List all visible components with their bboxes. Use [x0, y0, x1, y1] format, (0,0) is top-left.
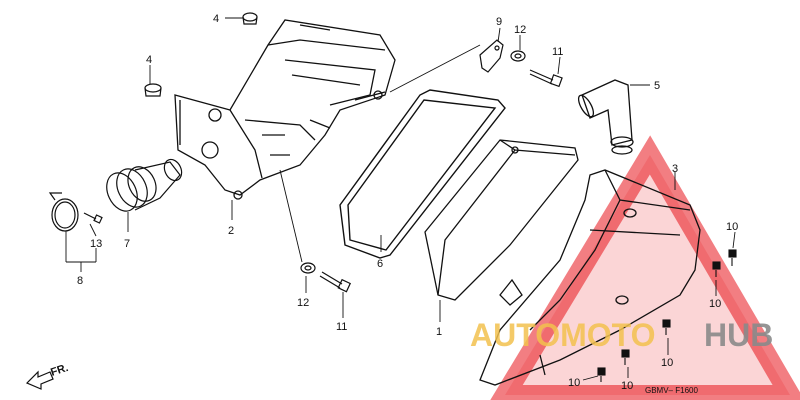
- callout-3: 3: [672, 163, 678, 175]
- callout-11-bottom: 11: [336, 321, 347, 333]
- watermark: AUTOMOTO HUB: [470, 317, 773, 353]
- callout-9: 9: [496, 16, 502, 28]
- callout-10-a: 10: [726, 221, 738, 233]
- callout-4-left: 4: [146, 54, 152, 66]
- front-direction-indicator: FR.: [25, 362, 70, 390]
- callout-labels: 4 4 2 9 12 11 5 3 10 10 10 10 10 12 11 6…: [77, 13, 738, 392]
- callout-4-top: 4: [213, 13, 219, 25]
- band-screw: [83, 212, 103, 224]
- diagram-code: GBMV– F1600: [645, 386, 698, 395]
- callout-10-d: 10: [621, 380, 633, 392]
- callout-10-c: 10: [661, 357, 673, 369]
- watermark-hub: HUB: [704, 317, 773, 353]
- arrow-left-icon: [25, 370, 54, 390]
- grommet-left: [144, 83, 162, 97]
- watermark-automoto: AUTOMOTO: [470, 317, 655, 353]
- leader-lines: [65, 17, 736, 381]
- callout-6: 6: [377, 258, 383, 270]
- connecting-tube: [106, 158, 183, 212]
- callout-7: 7: [124, 238, 130, 250]
- breather-tube: [577, 79, 634, 155]
- callout-8: 8: [77, 275, 83, 287]
- callout-1: 1: [436, 326, 442, 338]
- callout-11-top: 11: [552, 46, 563, 58]
- washer-bottom: [300, 262, 316, 274]
- callout-5: 5: [654, 80, 660, 92]
- callout-12-top: 12: [514, 24, 526, 36]
- washer-top: [510, 50, 526, 62]
- callout-12-bottom: 12: [297, 297, 309, 309]
- bolt-top: [529, 69, 563, 88]
- tube-band: [48, 192, 79, 232]
- case-seal: [339, 89, 506, 259]
- cover-screws: [597, 249, 737, 382]
- grommet-top: [242, 12, 258, 25]
- callout-2: 2: [228, 225, 234, 237]
- air-cleaner-case: [174, 19, 396, 200]
- bolt-bottom: [319, 271, 352, 293]
- callout-13: 13: [90, 238, 102, 250]
- air-cleaner-cover: [479, 169, 701, 386]
- air-filter-element: [424, 139, 579, 301]
- callout-10-b: 10: [709, 298, 721, 310]
- direction-label: FR.: [49, 362, 70, 379]
- callout-10-e: 10: [568, 377, 580, 389]
- tube-clip: [479, 39, 504, 73]
